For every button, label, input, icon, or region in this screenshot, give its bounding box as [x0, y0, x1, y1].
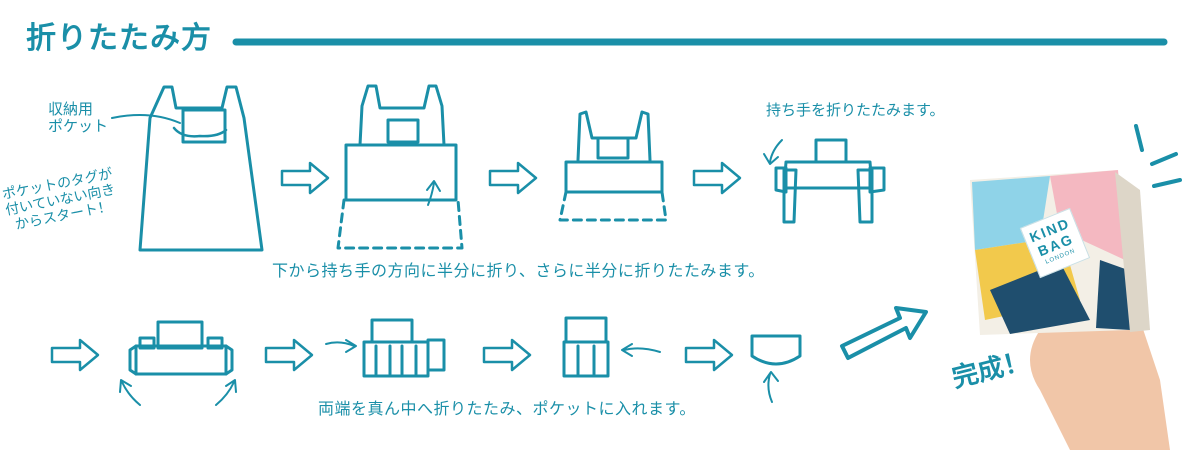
sparkle-mark-1: [1134, 124, 1144, 152]
step4-hint-arrow: [763, 139, 783, 165]
step7-rolled: [562, 316, 610, 378]
page-title: 折りたたみ方: [26, 21, 212, 56]
product-photo: [970, 170, 1170, 450]
step8-in-pocket: [750, 334, 802, 366]
step-arrow-7: [482, 338, 532, 372]
step8-hint-arrow: [763, 371, 779, 403]
step-arrow-2: [488, 161, 538, 195]
step5-arrow-right: [215, 379, 237, 406]
handle-fold-note: 持ち手を折りたたみます。: [766, 101, 945, 119]
step2-bag-folded-half: [336, 84, 464, 250]
step4-handles-folded: [774, 138, 886, 224]
step6-sides-folded: [362, 318, 446, 378]
step-arrow-5: [50, 338, 100, 372]
sparkle-mark-2: [1150, 152, 1178, 166]
hand: [1030, 297, 1170, 450]
sparkle-mark-3: [1152, 178, 1182, 188]
pocket-label: 収納用 ポケット: [48, 100, 109, 136]
step5-bag-flat: [128, 320, 234, 376]
step6-hint-arrow: [325, 339, 357, 353]
step-arrow-3: [692, 161, 742, 195]
step-arrow-8: [684, 338, 734, 372]
step-arrow-1: [280, 161, 330, 195]
caption-row2: 両端を真ん中へ折りたたみ、ポケットに入れます。: [318, 399, 696, 418]
step3-bag-folded-quarter: [558, 110, 668, 222]
step-arrow-6: [264, 338, 314, 372]
step1-bag-unfolded: [138, 85, 264, 252]
step7-hint-arrow: [621, 343, 661, 357]
pocket-outline: [181, 108, 227, 144]
step5-arrow-left: [119, 379, 141, 406]
final-big-arrow: [840, 306, 928, 360]
pocket-pointer: [111, 114, 181, 124]
caption-row1: 下から持ち手の方向に半分に折り、さらに半分に折りたたみます。: [272, 261, 765, 280]
